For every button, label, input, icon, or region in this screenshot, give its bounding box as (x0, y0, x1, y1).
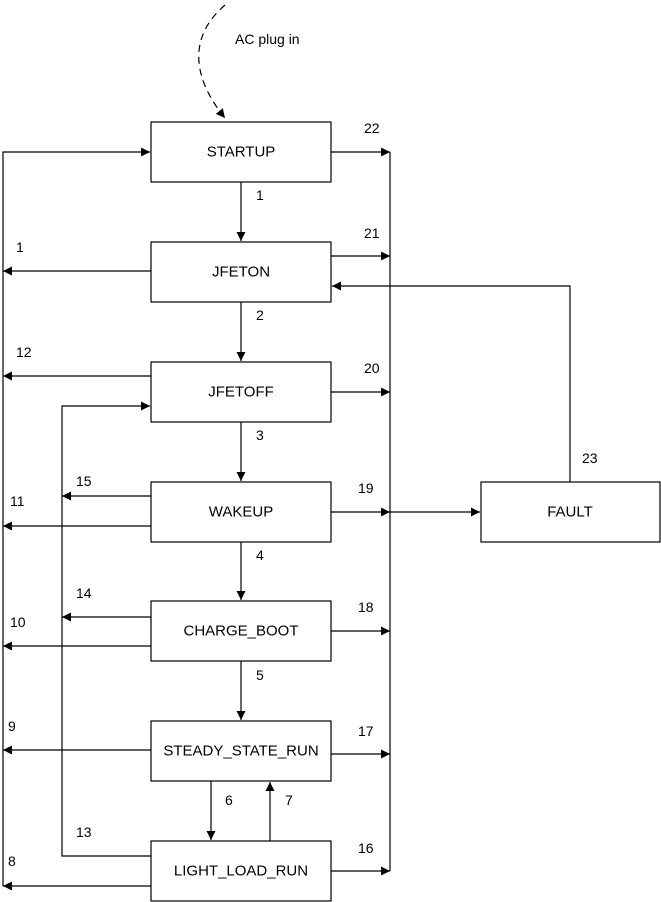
transition-1-left-label: 1 (16, 239, 24, 255)
transition-22-label: 22 (364, 120, 380, 136)
state-steady-state-run: STEADY_STATE_RUN (150, 720, 332, 782)
transition-23-arrow (332, 281, 571, 482)
left-return-bus (2, 147, 150, 886)
transition-20-label: 20 (364, 360, 380, 376)
state-wakeup-label: WAKEUP (209, 504, 273, 521)
transition-21-label: 21 (364, 225, 380, 241)
transition-5-label: 5 (256, 667, 264, 683)
ac-plug-in-arrow (198, 4, 226, 119)
transition-14-label: 14 (76, 585, 92, 601)
state-charge-boot-label: CHARGE_BOOT (183, 623, 298, 640)
transition-8-label: 8 (8, 853, 16, 869)
transition-2-label: 2 (256, 307, 264, 323)
state-jfetoff-label: JFETOFF (208, 384, 274, 401)
state-startup: STARTUP (150, 121, 332, 183)
transition-7-label: 7 (285, 792, 293, 808)
transition-6-label: 6 (225, 792, 233, 808)
transition-12-label: 12 (16, 344, 32, 360)
state-wakeup: WAKEUP (150, 481, 332, 543)
state-light-load-run: LIGHT_LOAD_RUN (150, 840, 332, 902)
transition-19-label: 19 (358, 480, 374, 496)
transition-15-label: 15 (76, 473, 92, 489)
state-steady-state-run-label: STEADY_STATE_RUN (163, 743, 318, 760)
state-jfeton-label: JFETON (212, 264, 270, 281)
transition-9-label: 9 (8, 718, 16, 734)
state-jfetoff: JFETOFF (150, 361, 332, 423)
transition-10-label: 10 (10, 614, 26, 630)
transition-11-label: 11 (10, 493, 25, 509)
transition-23-label: 23 (582, 450, 598, 466)
state-fault-label: FAULT (547, 504, 593, 521)
state-light-load-run-label: LIGHT_LOAD_RUN (174, 863, 308, 880)
transition-17-label: 17 (358, 723, 374, 739)
transition-1-label: 1 (256, 187, 264, 203)
ac-plug-in-label: AC plug in (235, 31, 300, 47)
transition-16-label: 16 (358, 840, 374, 856)
state-fault: FAULT (480, 481, 661, 543)
state-jfeton: JFETON (150, 241, 332, 303)
state-charge-boot: CHARGE_BOOT (150, 600, 332, 662)
transition-4-label: 4 (256, 547, 264, 563)
inner-return-bus (61, 401, 151, 857)
transition-13-label: 13 (76, 824, 92, 840)
state-startup-label: STARTUP (207, 144, 276, 161)
transition-3-label: 3 (256, 427, 264, 443)
transition-18-label: 18 (358, 599, 374, 615)
